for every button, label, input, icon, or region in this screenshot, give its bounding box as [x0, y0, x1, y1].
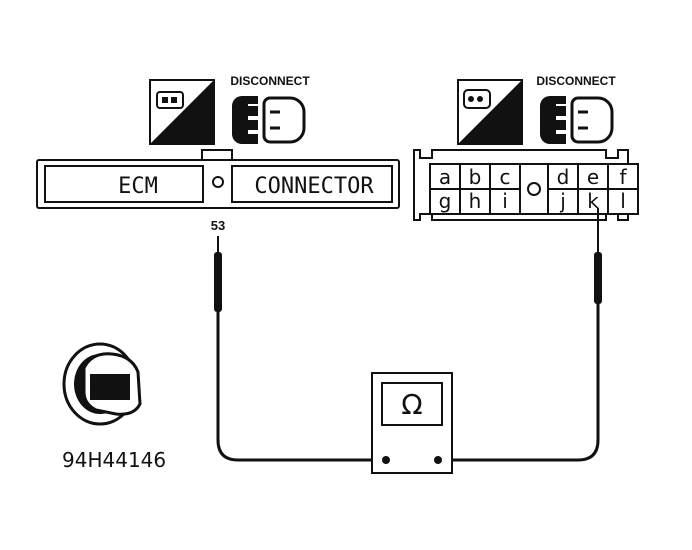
figure-code: 94H44146 [62, 448, 166, 472]
disconnect-ts: DISCONNECT [536, 74, 616, 144]
left-probe-tip [214, 252, 222, 312]
hs-symbol: H.S. [149, 79, 215, 145]
terminal-h: h [469, 189, 482, 213]
ohmmeter: Ω [371, 372, 453, 474]
terminal-side-connector-icon [463, 89, 491, 109]
left-test-lead [214, 236, 384, 462]
right-probe-tip [594, 252, 602, 304]
terminal-connector: a b c d e f g h i j k l [413, 149, 639, 221]
ts-label: T.S. [489, 126, 513, 142]
terminal-g: g [439, 189, 452, 213]
ignition-key-icon: OFF [62, 342, 142, 426]
ecm-label: ECM [118, 174, 158, 199]
terminal-d: d [557, 165, 570, 189]
terminal-l: l [620, 189, 626, 213]
harness-side-connector-icon [156, 91, 184, 109]
ohmmeter-icon: Ω [401, 388, 422, 421]
hs-label: H.S. [179, 126, 206, 142]
terminal-f: f [619, 165, 627, 189]
terminal-k: k [587, 189, 599, 213]
terminal-c: c [500, 165, 511, 189]
ohmmeter-terminal-left [382, 456, 390, 464]
terminal-i: i [502, 189, 508, 213]
ohmmeter-display [381, 382, 443, 426]
ecm-connector: ECM CONNECTOR [36, 149, 400, 209]
terminal-a: a [439, 165, 451, 189]
disconnect-plug-icon [540, 96, 614, 144]
ts-symbol: T.S. [457, 79, 523, 145]
ignition-key-label: OFF [94, 381, 126, 398]
disconnect-hs-label: DISCONNECT [230, 74, 310, 88]
disconnect-ts-label: DISCONNECT [536, 74, 616, 88]
terminal-center-lock [527, 182, 541, 196]
right-test-lead [440, 208, 602, 462]
ecm-pin-label: 53 [211, 218, 225, 233]
disconnect-plug-icon [232, 96, 306, 144]
disconnect-hs: DISCONNECT [230, 74, 310, 144]
ecm-pin-53 [212, 176, 224, 188]
connector-label: CONNECTOR [254, 174, 374, 199]
terminal-e: e [587, 165, 599, 189]
terminal-b: b [469, 165, 482, 189]
ohmmeter-terminal-right [434, 456, 442, 464]
terminal-j: j [559, 189, 566, 213]
